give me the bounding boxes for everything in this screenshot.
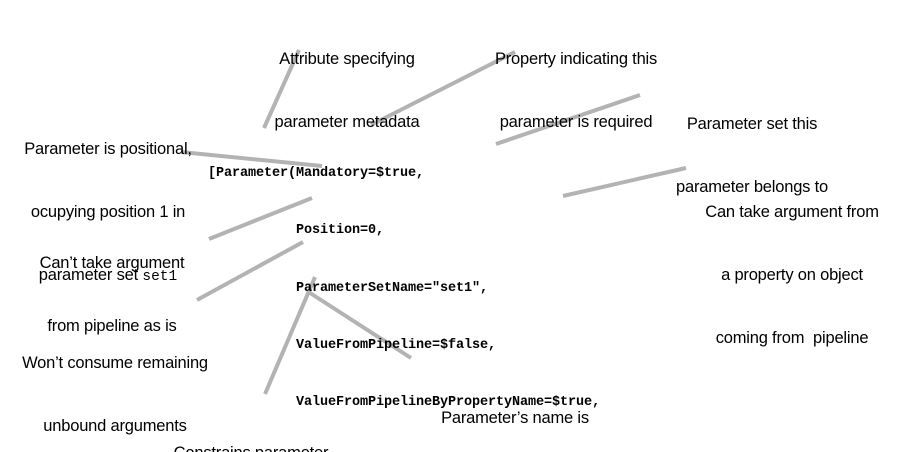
annotation-line: parameter is required [499,113,653,131]
annotation-line: ocupying position 1 in [30,203,186,221]
annotation-line: Property indicating this [494,50,658,68]
code-line: Position=0, [208,223,385,239]
annotation-line: Parameter set this [686,115,818,133]
annotation-no-remaining-arguments: Won’t consume remaining unbound argument… [2,311,228,452]
annotation-parameter-set: Parameter set this parameter belongs to [620,72,884,240]
annotation-line: from pipeline as is [47,317,177,335]
annotation-no-pipeline-value: Can’t take argument from pipeline as is [6,211,218,379]
annotation-line: Can take argument from [705,203,879,221]
annotation-line: Parameter is positional, [24,140,192,158]
annotation-line: a property on object [721,266,863,284]
annotation-attribute-metadata: Attribute specifying parameter metadata [222,7,472,175]
annotation-mandatory-required: Property indicating this parameter is re… [447,7,705,175]
annotation-line: Attribute specifying [279,50,415,68]
annotation-pipeline-by-property-name: Can take argument from a property on obj… [688,160,896,391]
annotation-int-constraint: Constrains parameter to be an integer [143,401,359,452]
annotation-code-token: set1 [142,269,178,285]
code-block: [Parameter(Mandatory=$true, Position=0, … [208,126,600,452]
annotation-line: coming from pipeline [715,329,869,347]
annotation-line: parameter set set1 [2,265,214,288]
annotation-positional: Parameter is positional, ocupying positi… [2,97,214,330]
annotation-line: Parameter’s name is [441,409,589,427]
annotation-line: parameter belongs to [676,178,828,196]
annotation-line: Can’t take argument [39,254,185,272]
annotation-line: parameter metadata [274,113,420,131]
annotation-line-text: parameter set [38,266,143,284]
code-line: ValueFromPipeline=$false, [208,338,497,354]
annotation-line: unbound arguments [43,417,187,435]
code-line: ValueFromPipelineByPropertyName=$true, [208,395,601,411]
annotation-line: Constrains parameter [143,443,359,452]
code-line: [Parameter(Mandatory=$true, [208,166,425,182]
code-line: ParameterSetName="set1", [208,280,489,296]
annotation-parameter-name: Parameter’s name is p1; initialized to 0 [404,366,626,452]
annotation-line: Won’t consume remaining [22,354,208,372]
